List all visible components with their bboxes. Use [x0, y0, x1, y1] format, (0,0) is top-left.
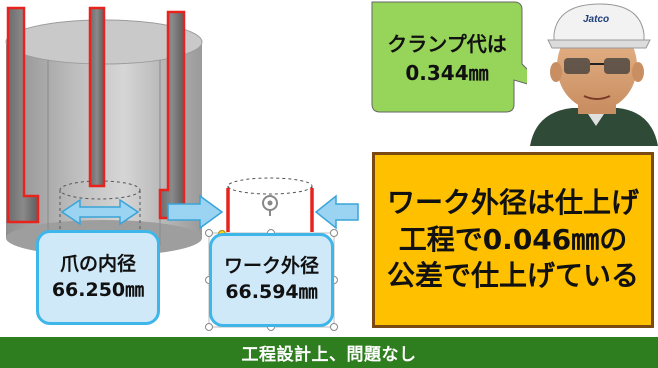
inner-diameter-arrow	[60, 198, 140, 226]
jaw-left	[6, 6, 40, 224]
jaw-inner-diameter-label: 爪の内径 66.250㎜	[36, 230, 160, 325]
jaw-inner-label-value: 66.250㎜	[51, 278, 145, 301]
clamp-arrow-right	[314, 194, 359, 230]
callout-line1: ワーク外径は仕上げ	[386, 185, 639, 219]
speech-bubble	[371, 1, 549, 113]
workpiece-diameter-label: ワーク外径 66.594㎜	[209, 233, 334, 327]
avatar-cap-text: Jatco	[583, 14, 610, 25]
workpiece-label-title: ワーク外径	[223, 255, 319, 278]
workpiece	[226, 177, 314, 236]
callout-line3: 公差で仕上げている	[386, 259, 639, 293]
jaw-middle	[88, 6, 106, 188]
speech-bubble-text: クランプ代は 0.344㎜	[372, 14, 522, 104]
speech-bubble-line2: 0.344㎜	[405, 61, 489, 85]
callout-line2: 工程で0.046㎜の	[398, 222, 628, 256]
jaw-inner-label-title: 爪の内径	[59, 252, 136, 275]
footer-banner: 工程設計上、問題なし	[0, 337, 658, 368]
tolerance-callout: ワーク外径は仕上げ 工程で0.046㎜の 公差で仕上げている	[372, 152, 654, 328]
footer-text: 工程設計上、問題なし	[241, 345, 417, 365]
avatar	[527, 0, 658, 146]
jaw-right	[158, 10, 186, 220]
workpiece-label-value: 66.594㎜	[225, 281, 318, 303]
speech-bubble-line1: クランプ代は	[387, 32, 507, 56]
clamp-arrow-left	[167, 194, 224, 230]
